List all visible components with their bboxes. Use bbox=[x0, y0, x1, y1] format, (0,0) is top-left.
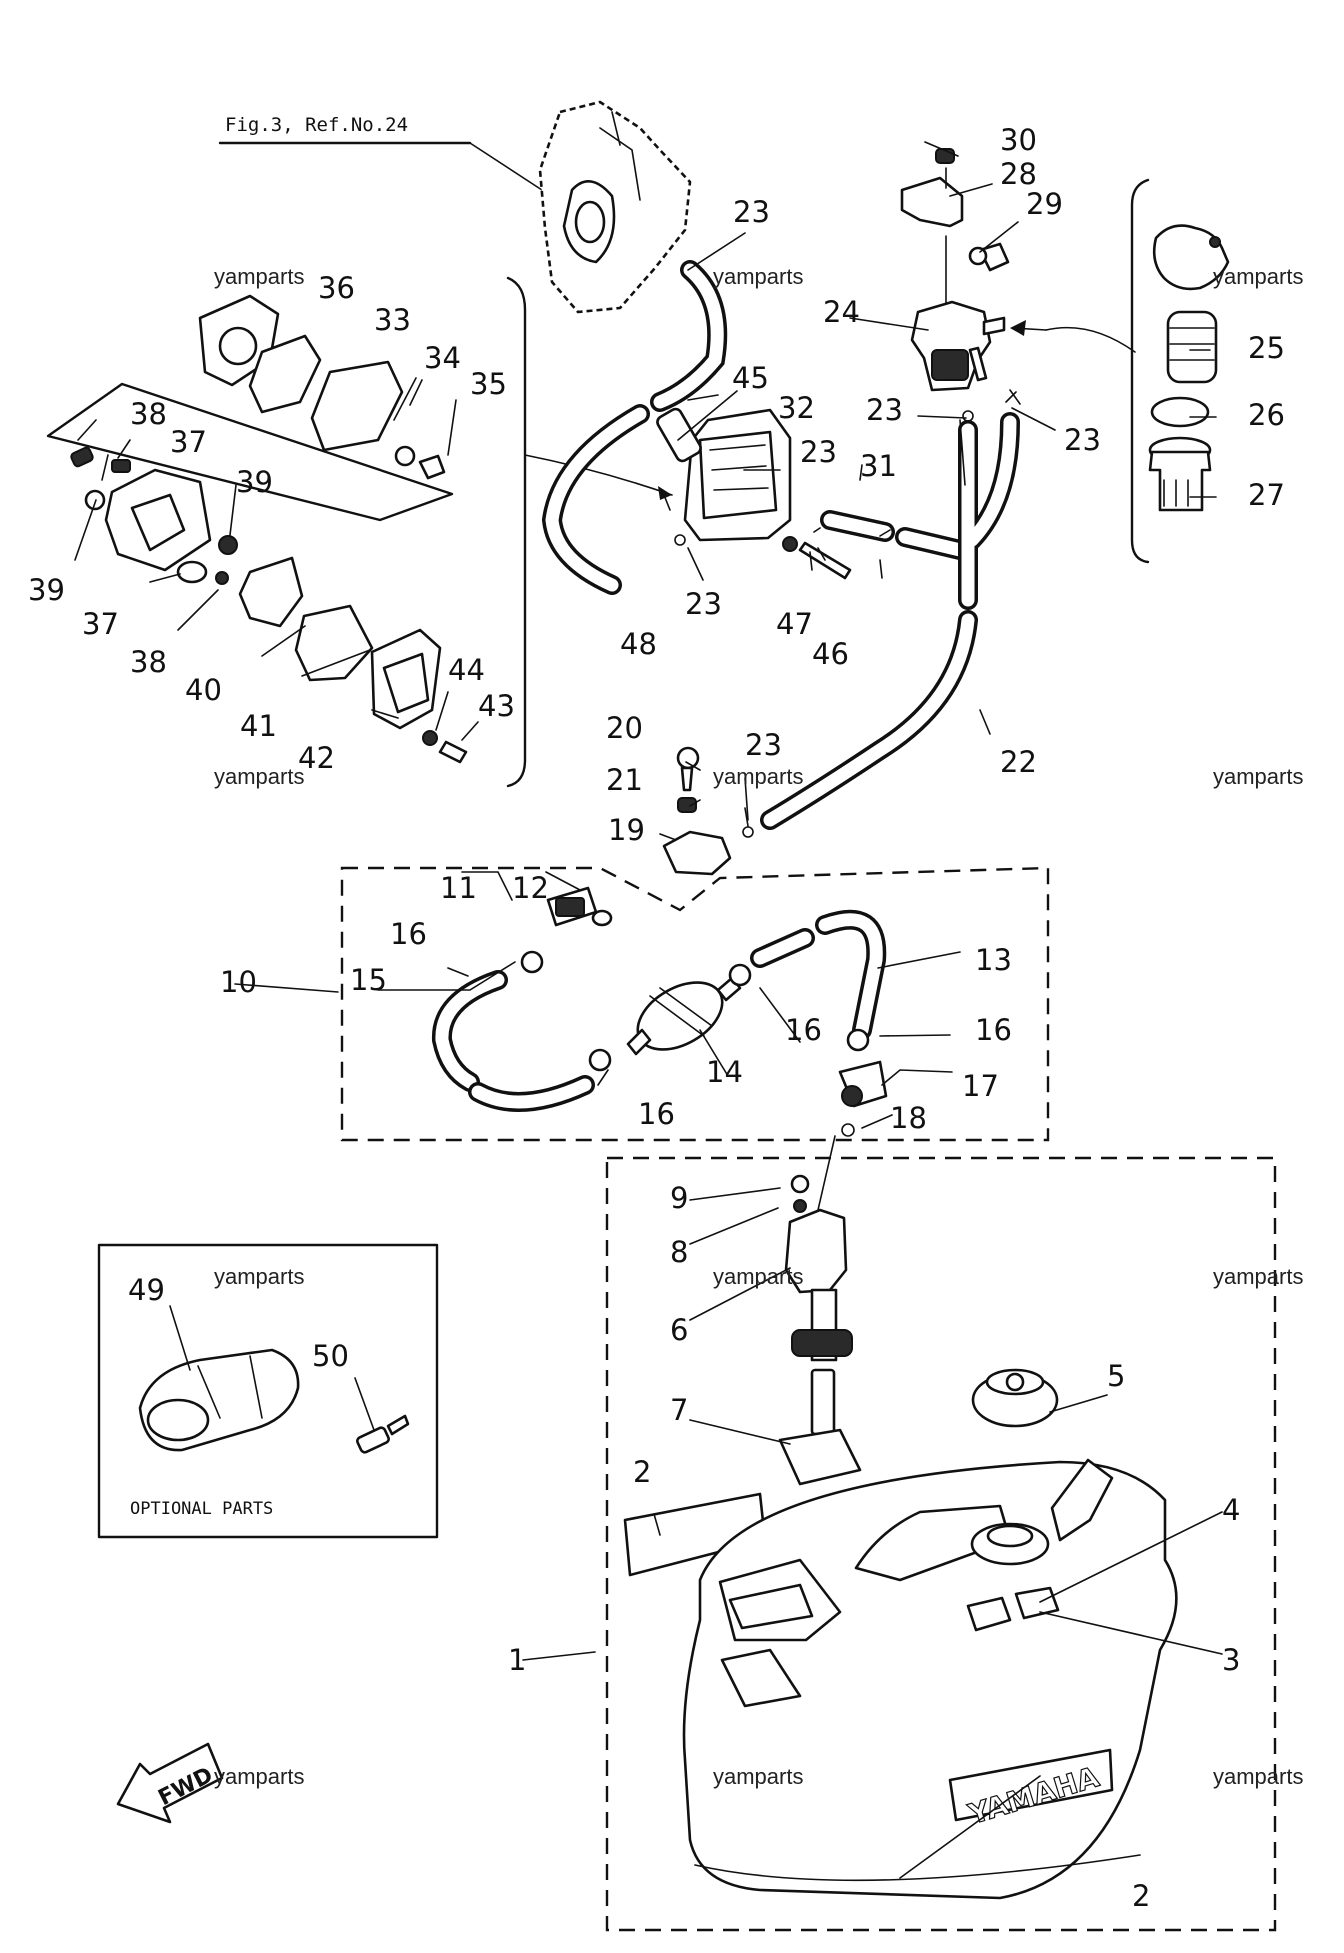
joint-connector bbox=[662, 746, 754, 876]
filter-group-bracket bbox=[1130, 178, 1150, 564]
callout-36: 36 bbox=[318, 271, 355, 305]
callout-11: 11 bbox=[440, 871, 477, 905]
callout-38-top: 38 bbox=[130, 397, 167, 431]
callout-41: 41 bbox=[240, 709, 277, 743]
callout-37-top: 37 bbox=[170, 425, 207, 459]
callout-43: 43 bbox=[478, 689, 515, 723]
callout-4: 4 bbox=[1222, 1493, 1240, 1527]
callout-23-filter-right: 23 bbox=[1064, 423, 1101, 457]
watermark-text: yamparts bbox=[1213, 764, 1303, 789]
callout-14: 14 bbox=[706, 1055, 743, 1089]
figure-reference: Fig.3, Ref.No.24 bbox=[218, 114, 546, 193]
callout-13: 13 bbox=[975, 943, 1012, 977]
callout-2-label: 2 bbox=[633, 1455, 651, 1489]
hose-22 bbox=[760, 610, 978, 830]
callout-39-right: 39 bbox=[236, 465, 273, 499]
optional-parts-box: OPTIONAL PARTS bbox=[97, 1243, 439, 1539]
watermark-text: yamparts bbox=[214, 764, 304, 789]
callout-34: 34 bbox=[424, 341, 461, 375]
callout-22: 22 bbox=[1000, 745, 1037, 779]
callout-50: 50 bbox=[312, 1339, 349, 1373]
filter-element-parts bbox=[1148, 224, 1230, 512]
callout-48: 48 bbox=[620, 627, 657, 661]
callout-40: 40 bbox=[185, 673, 222, 707]
callout-46: 46 bbox=[812, 637, 849, 671]
callout-23-top: 23 bbox=[733, 195, 770, 229]
callout-23-pump: 23 bbox=[800, 435, 837, 469]
watermark-text: yamparts bbox=[1213, 1764, 1303, 1789]
callout-19: 19 bbox=[608, 813, 645, 847]
callout-23-filter-left: 23 bbox=[866, 393, 903, 427]
fuel-hose-parts bbox=[431, 886, 888, 1137]
callout-20: 20 bbox=[606, 711, 643, 745]
watermark-text: yamparts bbox=[214, 1764, 304, 1789]
watermark-text: yamparts bbox=[214, 1264, 304, 1289]
fuel-pump-parts-bracket bbox=[506, 276, 527, 788]
forward-direction-arrow: FWD bbox=[116, 1742, 224, 1824]
callout-16-bottom: 16 bbox=[638, 1097, 675, 1131]
callout-42: 42 bbox=[298, 741, 335, 775]
callout-15: 15 bbox=[350, 963, 387, 997]
callout-26: 26 bbox=[1248, 398, 1285, 432]
callout-16-middle: 16 bbox=[785, 1013, 822, 1047]
callout-39-left: 39 bbox=[28, 573, 65, 607]
watermark-text: yamparts bbox=[713, 1764, 803, 1789]
callout-29: 29 bbox=[1026, 187, 1063, 221]
figure-reference-text: Fig.3, Ref.No.24 bbox=[225, 114, 408, 136]
callout-2-brand: 2 bbox=[1132, 1879, 1150, 1913]
fuel-tank-parts: YAMAHA bbox=[623, 1135, 1178, 1900]
callout-5: 5 bbox=[1107, 1359, 1125, 1393]
fuel-filter-assembly bbox=[900, 148, 1136, 610]
callout-8: 8 bbox=[670, 1235, 688, 1269]
optional-parts-label: OPTIONAL PARTS bbox=[130, 1499, 273, 1519]
callout-37-bottom: 37 bbox=[82, 607, 119, 641]
callout-1: 1 bbox=[508, 1643, 526, 1677]
callout-45: 45 bbox=[732, 361, 769, 395]
callout-23-pump-bottom: 23 bbox=[685, 587, 722, 621]
watermark-text: yamparts bbox=[1213, 1264, 1303, 1289]
callout-10: 10 bbox=[220, 965, 257, 999]
callout-27: 27 bbox=[1248, 478, 1285, 512]
callout-3: 3 bbox=[1222, 1643, 1240, 1677]
fuel-hose-assembly-box bbox=[340, 866, 1050, 1142]
callout-35: 35 bbox=[470, 367, 507, 401]
watermark-text: yamparts bbox=[713, 264, 803, 289]
callout-21: 21 bbox=[606, 763, 643, 797]
callout-17: 17 bbox=[962, 1069, 999, 1103]
callout-23-joint: 23 bbox=[745, 728, 782, 762]
watermark-text: yamparts bbox=[214, 264, 304, 289]
fuel-pump-assembly bbox=[541, 260, 970, 595]
callout-18: 18 bbox=[890, 1101, 927, 1135]
fuel-pump-parts bbox=[46, 294, 468, 764]
callout-28: 28 bbox=[1000, 157, 1037, 191]
bracket-leader-to-pump bbox=[524, 454, 673, 496]
watermark-text: yamparts bbox=[1213, 264, 1303, 289]
callout-16-right: 16 bbox=[975, 1013, 1012, 1047]
callout-47: 47 bbox=[776, 607, 813, 641]
callout-24: 24 bbox=[823, 295, 860, 329]
callout-25: 25 bbox=[1248, 331, 1285, 365]
callout-16-left: 16 bbox=[390, 917, 427, 951]
callout-32: 32 bbox=[778, 391, 815, 425]
callout-leader-lines bbox=[74, 141, 1223, 1879]
callout-33: 33 bbox=[374, 303, 411, 337]
callout-31: 31 bbox=[860, 449, 897, 483]
callout-49: 49 bbox=[128, 1273, 165, 1307]
watermark-text: yamparts bbox=[713, 764, 803, 789]
callout-38-bottom: 38 bbox=[130, 645, 167, 679]
callout-7: 7 bbox=[670, 1393, 688, 1427]
carburetor-reference-drawing bbox=[538, 100, 692, 314]
callout-numbers: 1 2 2 3 4 5 6 7 8 9 10 11 12 13 14 15 16… bbox=[28, 123, 1285, 1913]
fuel-tank-assembly-box bbox=[605, 1156, 1277, 1932]
callout-9: 9 bbox=[670, 1181, 688, 1215]
callout-12: 12 bbox=[512, 871, 549, 905]
watermarks: yamparts yamparts yamparts yamparts yamp… bbox=[214, 264, 1303, 1789]
callout-44: 44 bbox=[448, 653, 485, 687]
watermark-text: yamparts bbox=[713, 1264, 803, 1289]
callout-30: 30 bbox=[1000, 123, 1037, 157]
callout-6: 6 bbox=[670, 1313, 688, 1347]
